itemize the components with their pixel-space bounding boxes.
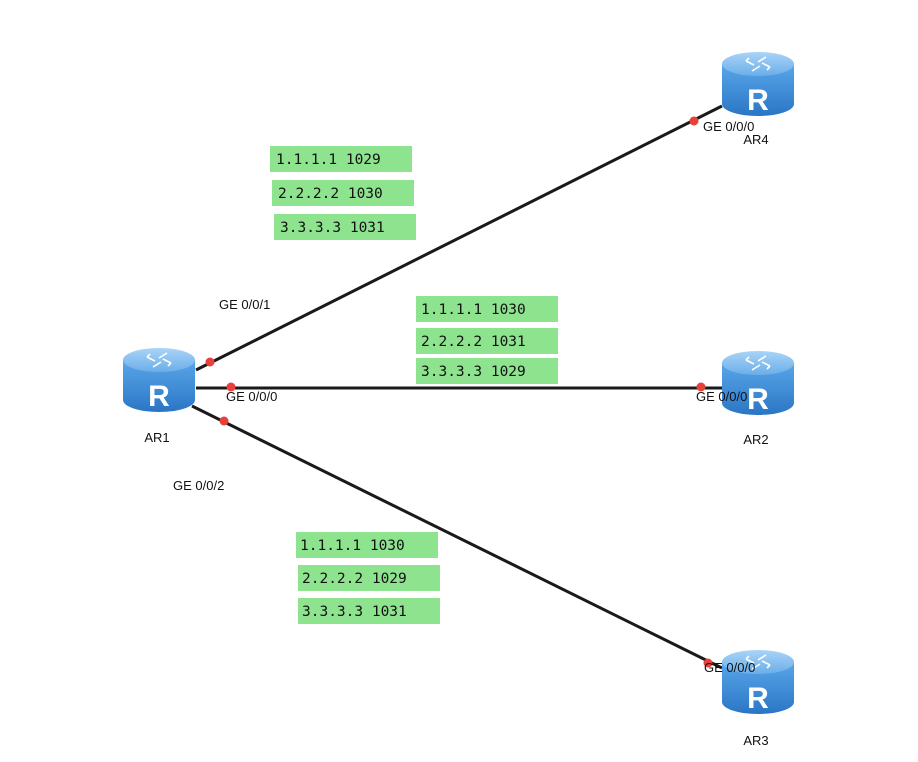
label-text: 3.3.3.3 1031 <box>302 604 407 620</box>
router-label: AR1 <box>144 430 169 445</box>
svg-text:R: R <box>148 380 170 413</box>
port-labels-layer: GE 0/0/1 GE 0/0/0 GE 0/0/0 GE 0/0/0 GE 0… <box>173 119 755 675</box>
label-box: 2.2.2.2 1030 <box>272 180 414 206</box>
link-ar1-ar3[interactable] <box>191 404 723 670</box>
label-box: 2.2.2.2 1029 <box>298 565 440 591</box>
label-box: 3.3.3.3 1031 <box>274 214 416 240</box>
label-box: 3.3.3.3 1029 <box>416 358 558 384</box>
label-text: 2.2.2.2 1029 <box>302 571 407 587</box>
router-ar4[interactable]: R AR4 <box>722 52 794 147</box>
links-layer <box>191 104 723 670</box>
port-dot-ar4-ge000[interactable] <box>689 116 699 126</box>
port-dot-ar1-ge001[interactable] <box>205 357 215 367</box>
svg-text:R: R <box>747 84 769 117</box>
label-text: 1.1.1.1 1029 <box>276 152 381 168</box>
label-text: 1.1.1.1 1030 <box>421 302 526 318</box>
label-text: 2.2.2.2 1030 <box>278 186 383 202</box>
port-dot-ar1-ge002[interactable] <box>219 416 229 426</box>
port-label-ar4-ge000: GE 0/0/0 <box>703 119 754 134</box>
link-labels-layer: 1.1.1.1 1029 2.2.2.2 1030 3.3.3.3 1031 1… <box>270 146 558 624</box>
label-text: 3.3.3.3 1031 <box>280 220 385 236</box>
router-ar1[interactable]: R AR1 <box>123 348 195 445</box>
port-dot-ar2-ge000[interactable] <box>696 382 706 392</box>
router-label: AR4 <box>743 132 768 147</box>
router-icon: R <box>722 351 794 416</box>
label-box: 1.1.1.1 1029 <box>270 146 412 172</box>
label-text: 3.3.3.3 1029 <box>421 364 526 380</box>
label-text: 1.1.1.1 1030 <box>300 538 405 554</box>
router-ar3[interactable]: R AR3 <box>722 650 794 748</box>
port-dot-ar1-ge000[interactable] <box>226 382 236 392</box>
svg-text:R: R <box>747 383 769 416</box>
label-box: 3.3.3.3 1031 <box>298 598 440 624</box>
port-label-ar1-ge002: GE 0/0/2 <box>173 478 224 493</box>
label-box: 2.2.2.2 1031 <box>416 328 558 354</box>
router-label: AR2 <box>743 432 768 447</box>
port-label-ar1-ge000: GE 0/0/0 <box>226 389 277 404</box>
port-label-ar3-ge000: GE 0/0/0 <box>704 660 755 675</box>
router-icon: R <box>123 348 195 413</box>
router-label: AR3 <box>743 733 768 748</box>
svg-text:R: R <box>747 682 769 715</box>
label-box: 1.1.1.1 1030 <box>416 296 558 322</box>
router-icon: R <box>722 650 794 715</box>
port-label-ar1-ge001: GE 0/0/1 <box>219 297 270 312</box>
router-ar2[interactable]: R AR2 <box>722 351 794 447</box>
port-label-ar2-ge000: GE 0/0/0 <box>696 389 747 404</box>
link-ar1-ar4[interactable] <box>195 104 723 372</box>
label-box: 1.1.1.1 1030 <box>296 532 438 558</box>
port-dots-layer <box>205 116 713 668</box>
label-text: 2.2.2.2 1031 <box>421 334 526 350</box>
router-icon: R <box>722 52 794 117</box>
port-dot-ar3-ge000[interactable] <box>703 658 713 668</box>
